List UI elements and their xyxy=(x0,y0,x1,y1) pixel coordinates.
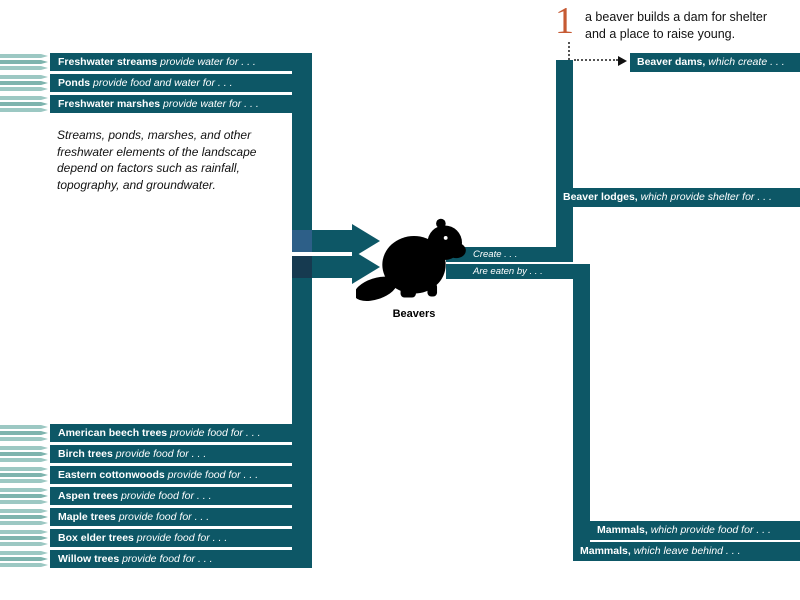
node-label: Willow trees provide food for . . . xyxy=(50,550,292,568)
node-freshwater-streams[interactable]: Freshwater streams provide water for . .… xyxy=(0,53,292,71)
node-american-beech-trees[interactable]: American beech trees provide food for . … xyxy=(0,424,292,442)
node-bold-text: Willow trees xyxy=(58,553,120,565)
inflow-chevrons-icon xyxy=(0,529,50,547)
node-beaver-dams[interactable]: Beaver dams, which create . . . xyxy=(630,53,800,72)
node-beaver-lodges[interactable]: Beaver lodges, which provide shelter for… xyxy=(556,188,800,207)
node-rest-text: provide food for . . . xyxy=(119,553,213,565)
node-label: Aspen trees provide food for . . . xyxy=(50,487,292,505)
node-bold-text: Maple trees xyxy=(58,511,116,523)
left-top-trunk xyxy=(292,53,312,252)
node-rest-text: provide water for . . . xyxy=(160,98,259,110)
node-bold-text: Freshwater streams xyxy=(58,56,158,68)
node-rest-text: which provide food for . . . xyxy=(647,524,771,536)
node-label: Freshwater marshes provide water for . .… xyxy=(50,95,292,113)
node-bold-text: Mammals, xyxy=(597,524,648,536)
bottom-elbow-accent xyxy=(292,256,312,278)
node-bold-text: Eastern cottonwoods xyxy=(58,469,165,481)
node-rest-text: which create . . . xyxy=(705,56,785,68)
inflow-chevrons-icon xyxy=(0,424,50,442)
inflow-chevrons-icon xyxy=(0,508,50,526)
step-annotation-line: a beaver builds a dam for shelter xyxy=(585,10,768,24)
node-bold-text: Mammals, xyxy=(580,545,631,557)
node-freshwater-marshes[interactable]: Freshwater marshes provide water for . .… xyxy=(0,95,292,113)
node-aspen-trees[interactable]: Aspen trees provide food for . . . xyxy=(0,487,292,505)
node-birch-trees[interactable]: Birch trees provide food for . . . xyxy=(0,445,292,463)
step-annotation-line: and a place to raise young. xyxy=(585,26,736,41)
node-rest-text: provide food for . . . xyxy=(133,532,228,544)
inflow-chevrons-icon xyxy=(0,445,50,463)
node-bold-text: Beaver dams, xyxy=(637,56,706,68)
bottom-inflow-arrowhead-icon xyxy=(352,250,380,284)
node-label: Box elder trees provide food for . . . xyxy=(50,529,292,547)
inflow-chevrons-icon xyxy=(0,53,50,71)
beaver-eye-icon xyxy=(443,236,448,240)
eaten-by-band xyxy=(446,264,590,279)
node-bold-text: Birch trees xyxy=(58,448,113,460)
node-rest-text: provide food for . . . xyxy=(112,448,207,460)
right-bottom-trunk xyxy=(573,264,590,561)
node-bold-text: American beech trees xyxy=(58,427,168,439)
node-label: Ponds provide food and water for . . . xyxy=(50,74,292,92)
node-mammals-provide-food[interactable]: Mammals, which provide food for . . . xyxy=(590,521,800,540)
left-bottom-trunk xyxy=(292,256,312,568)
node-bold-text: Ponds xyxy=(58,77,91,89)
beaver-silhouette xyxy=(356,218,466,301)
inflow-chevrons-icon xyxy=(0,487,50,505)
top-elbow-accent xyxy=(292,230,312,252)
node-rest-text: provide food and water for . . . xyxy=(90,77,233,89)
eaten-band-label: Are eaten by . . . xyxy=(473,266,543,277)
node-bold-text: Aspen trees xyxy=(58,490,119,502)
right-top-trunk xyxy=(556,60,573,262)
node-rest-text: provide food for . . . xyxy=(118,490,212,502)
node-maple-trees[interactable]: Maple trees provide food for . . . xyxy=(0,508,292,526)
dotted-connector-vertical xyxy=(568,42,570,60)
step-annotation-text: a beaver builds a dam for shelter and a … xyxy=(585,9,767,42)
node-box-elder-trees[interactable]: Box elder trees provide food for . . . xyxy=(0,529,292,547)
node-mammals-leave-behind[interactable]: Mammals, which leave behind . . . xyxy=(573,542,800,561)
top-inflow-arrowhead-icon xyxy=(352,224,380,258)
node-rest-text: provide food for . . . xyxy=(164,469,259,481)
create-band xyxy=(446,247,573,262)
node-rest-text: provide food for . . . xyxy=(167,427,261,439)
inflow-chevrons-icon xyxy=(0,95,50,113)
node-rest-text: provide food for . . . xyxy=(115,511,210,523)
node-willow-trees[interactable]: Willow trees provide food for . . . xyxy=(0,550,292,568)
node-ponds[interactable]: Ponds provide food and water for . . . xyxy=(0,74,292,92)
freshwater-note: Streams, ponds, marshes, and other fresh… xyxy=(57,128,257,192)
node-label: American beech trees provide food for . … xyxy=(50,424,292,442)
inflow-chevrons-icon xyxy=(0,550,50,568)
node-label: Birch trees provide food for . . . xyxy=(50,445,292,463)
node-bold-text: Box elder trees xyxy=(58,532,134,544)
beaver-label: Beavers xyxy=(392,308,436,320)
node-bold-text: Beaver lodges, xyxy=(563,191,638,203)
node-label: Eastern cottonwoods provide food for . .… xyxy=(50,466,292,484)
node-label: Freshwater streams provide water for . .… xyxy=(50,53,292,71)
create-band-label: Create . . . xyxy=(473,249,518,260)
inflow-chevrons-icon xyxy=(0,74,50,92)
inflow-chevrons-icon xyxy=(0,466,50,484)
node-eastern-cottonwoods[interactable]: Eastern cottonwoods provide food for . .… xyxy=(0,466,292,484)
node-rest-text: which leave behind . . . xyxy=(630,545,741,557)
node-label: Maple trees provide food for . . . xyxy=(50,508,292,526)
node-rest-text: which provide shelter for . . . xyxy=(637,191,772,203)
node-bold-text: Freshwater marshes xyxy=(58,98,161,110)
arrow-marker-icon xyxy=(618,56,627,66)
dotted-connector-horizontal xyxy=(574,59,618,61)
step-number: 1 xyxy=(555,0,574,42)
node-rest-text: provide water for . . . xyxy=(157,56,256,68)
